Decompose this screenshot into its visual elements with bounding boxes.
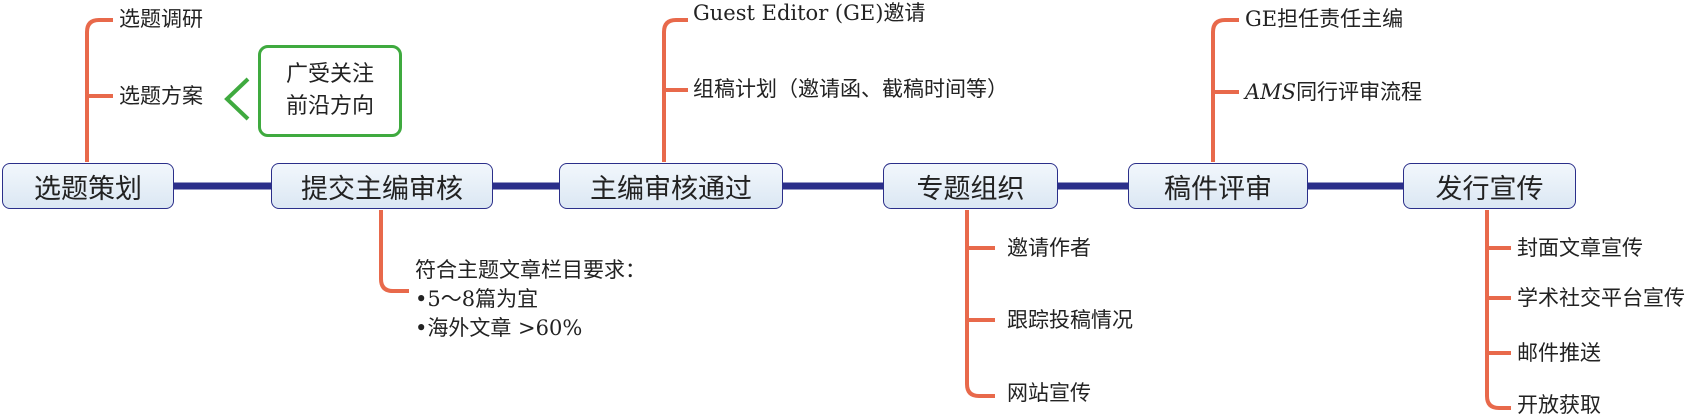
- stage-review: 稿件评审: [1128, 163, 1308, 209]
- branch-submit-review: [379, 210, 409, 293]
- stage-publicity: 发行宣传: [1403, 163, 1576, 209]
- note-open-access: 开放获取: [1517, 393, 1601, 417]
- note-ams-peer-review: AMS同行评审流程: [1245, 82, 1422, 103]
- note-solicitation-plan: 组稿计划（邀请函、截稿时间等）: [693, 77, 1008, 101]
- highlight-line-2: 前沿方向: [285, 94, 374, 119]
- note-topic-research: 选题调研: [119, 7, 203, 31]
- note-website-promotion: 网站宣传: [1007, 381, 1091, 405]
- note-track-submissions: 跟踪投稿情况: [1007, 308, 1133, 332]
- requirement-heading: 符合主题文章栏目要求：: [415, 258, 646, 282]
- note-topic-plan: 选题方案: [119, 84, 203, 108]
- branch-organization: [965, 210, 995, 398]
- note-email-push: 邮件推送: [1517, 341, 1601, 365]
- highlight-box: 广受关注 前沿方向: [258, 45, 402, 137]
- highlight-chevron: [224, 77, 250, 121]
- stage-topic-planning: 选题策划: [2, 163, 174, 209]
- branch-review: [1211, 18, 1239, 162]
- note-social-platforms: 学术社交平台宣传: [1517, 286, 1685, 310]
- branch-approved: [662, 18, 688, 162]
- stage-approved: 主编审核通过: [559, 163, 783, 209]
- peer-review-label: 同行评审流程: [1296, 80, 1423, 104]
- note-cover-article: 封面文章宣传: [1517, 236, 1643, 260]
- requirement-count: •5～8篇为宜: [415, 287, 539, 311]
- branch-publicity: [1485, 210, 1511, 410]
- stage-submit-review: 提交主编审核: [271, 163, 493, 209]
- stage-organization: 专题组织: [883, 163, 1058, 209]
- highlight-line-1: 广受关注: [285, 62, 374, 87]
- note-invite-authors: 邀请作者: [1007, 236, 1091, 260]
- requirement-overseas: •海外文章 >60%: [415, 316, 583, 340]
- submit-review-requirements: 符合主题文章栏目要求： •5～8篇为宜 •海外文章 >60%: [415, 256, 646, 343]
- note-ge-chief-editor: GE担任责任主编: [1245, 7, 1404, 31]
- ams-label: AMS: [1245, 80, 1297, 104]
- branch-topic-planning: [85, 18, 113, 162]
- note-guest-editor: Guest Editor (GE)邀请: [693, 1, 926, 25]
